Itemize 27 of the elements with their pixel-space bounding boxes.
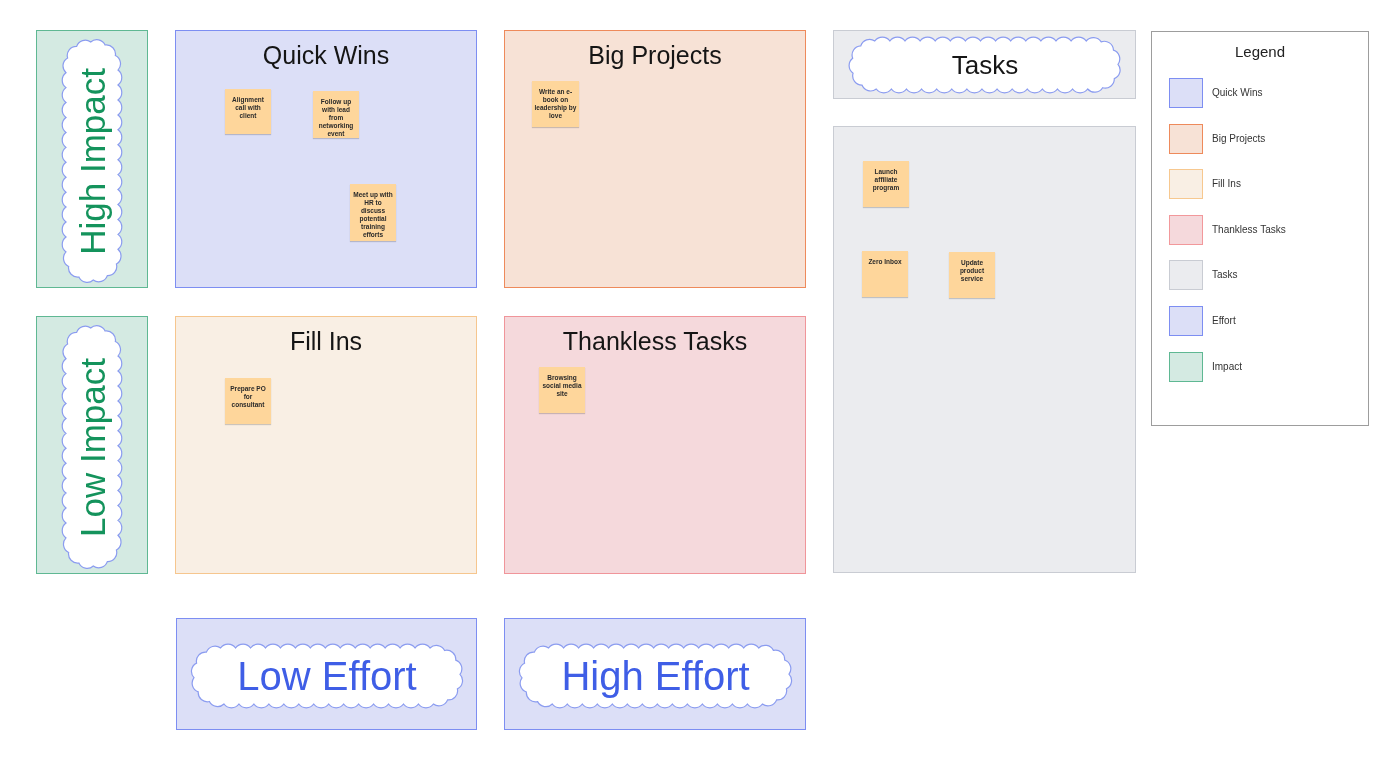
axis-label: High Impact bbox=[74, 67, 110, 255]
axis-label: Low Impact bbox=[74, 357, 110, 537]
quadrant-panel bbox=[504, 316, 806, 574]
label-panel bbox=[176, 618, 477, 730]
legend-label: Impact bbox=[1212, 360, 1242, 373]
legend-label: Quick Wins bbox=[1212, 87, 1263, 99]
legend-label: Effort bbox=[1212, 315, 1236, 327]
quadrant-title: Quick Wins bbox=[262, 40, 390, 70]
legend-label: Tasks bbox=[1212, 269, 1238, 282]
quadrant-panel bbox=[175, 30, 477, 288]
panel-heading: Tasks bbox=[951, 52, 1019, 78]
label-panel bbox=[36, 316, 148, 574]
header-panel bbox=[833, 30, 1136, 99]
quadrant-title: Fill Ins bbox=[289, 326, 363, 356]
legend-label: Big Projects bbox=[1212, 132, 1266, 145]
quadrant-panel bbox=[175, 316, 477, 574]
quadrant-title: Thankless Tasks bbox=[562, 326, 748, 356]
legend-label: Thankless Tasks bbox=[1212, 223, 1286, 236]
label-panel bbox=[36, 30, 148, 288]
task-panel bbox=[833, 126, 1136, 573]
axis-label: Low Effort bbox=[237, 656, 417, 696]
quadrant-panel bbox=[504, 30, 806, 288]
label-panel bbox=[504, 618, 806, 730]
legend-label: Fill Ins bbox=[1212, 178, 1241, 191]
quadrant-title: Big Projects bbox=[588, 40, 722, 70]
axis-label: High Effort bbox=[561, 656, 750, 696]
legend-title: Legend bbox=[1234, 43, 1286, 61]
